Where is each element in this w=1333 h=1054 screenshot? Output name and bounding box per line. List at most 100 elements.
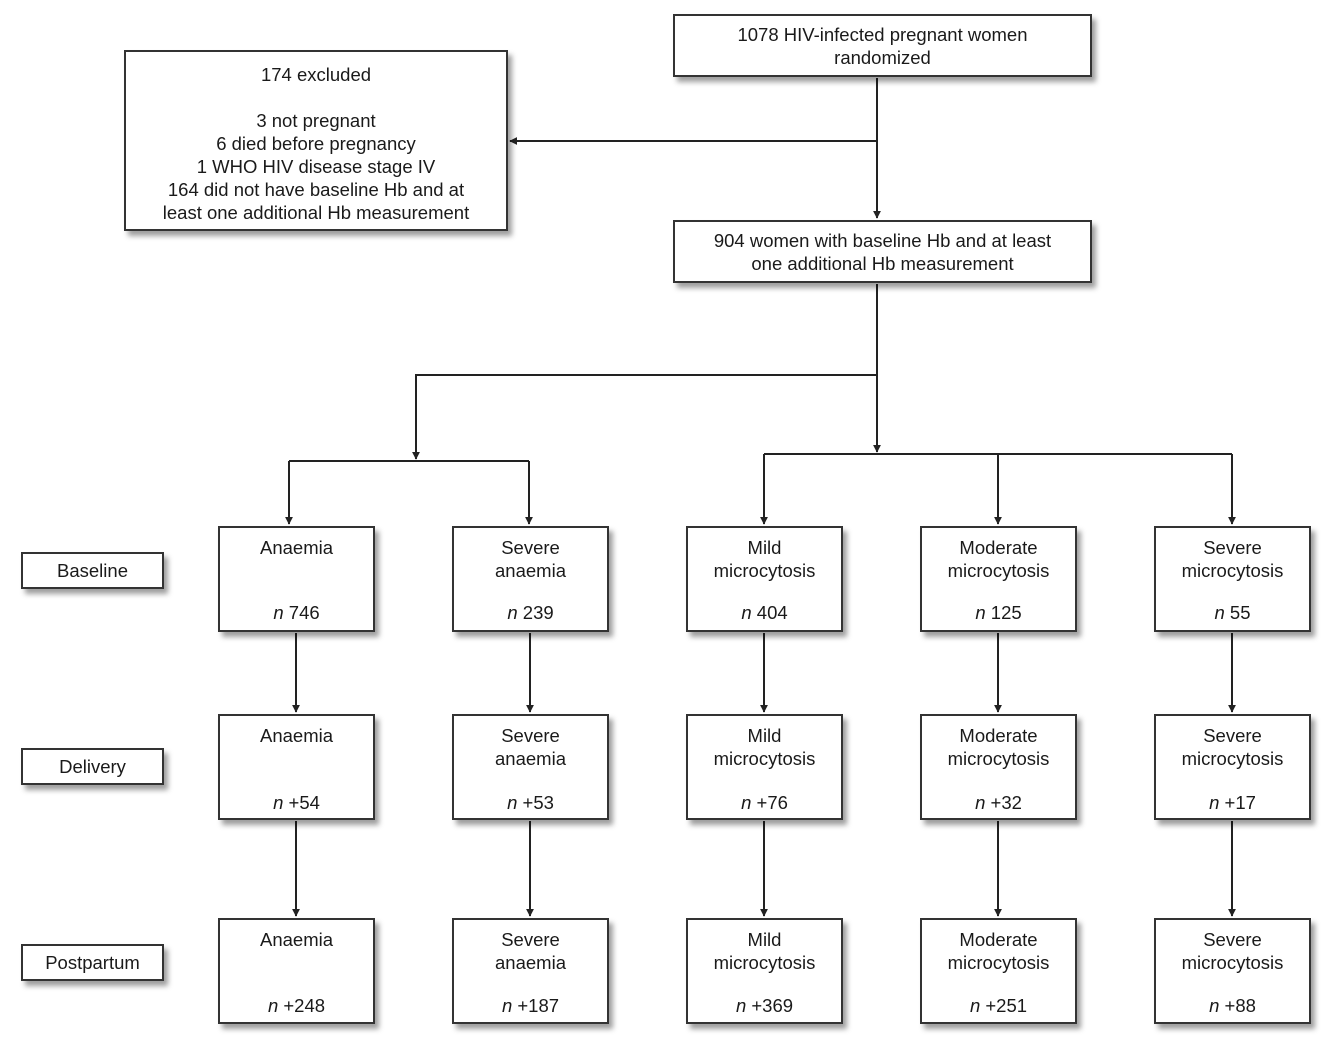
group-label: microcytosis [713, 560, 816, 581]
group-box-mild-microcytosis-delivery: Mild microcytosis n +76 [686, 714, 843, 820]
group-box-anaemia-baseline: Anaemia n 746 [218, 526, 375, 632]
group-box-severe-anaemia-postpartum: Severe anaemia n +187 [452, 918, 609, 1024]
group-box-severe-microcytosis-postpartum: Severe microcytosis n +88 [1154, 918, 1311, 1024]
group-box-mild-microcytosis-postpartum: Mild microcytosis n +369 [686, 918, 843, 1024]
group-label: microcytosis [713, 952, 816, 973]
n-symbol: n [273, 792, 284, 813]
count-value: 404 [756, 602, 788, 623]
group-count: n +88 [1156, 994, 1309, 1017]
group-count: n +32 [922, 791, 1075, 814]
group-box-severe-microcytosis-delivery: Severe microcytosis n +17 [1154, 714, 1311, 820]
group-label: Severe [1203, 537, 1262, 558]
n-symbol: n [741, 792, 752, 813]
group-label: Severe [501, 725, 560, 746]
group-label: microcytosis [1181, 560, 1284, 581]
group-label: Severe [1203, 725, 1262, 746]
count-value: +54 [288, 792, 320, 813]
group-box-severe-microcytosis-baseline: Severe microcytosis n 55 [1154, 526, 1311, 632]
group-label: Severe [501, 537, 560, 558]
n-symbol: n [741, 602, 752, 623]
group-box-anaemia-delivery: Anaemia n +54 [218, 714, 375, 820]
group-label: Moderate [959, 929, 1038, 950]
group-count: n +248 [220, 994, 373, 1017]
n-symbol: n [1209, 995, 1220, 1016]
group-box-severe-anaemia-delivery: Severe anaemia n +53 [452, 714, 609, 820]
randomized-line-1: 1078 HIV-infected pregnant women [737, 23, 1028, 45]
count-value: +88 [1224, 995, 1256, 1016]
group-count: n +17 [1156, 791, 1309, 814]
group-label: microcytosis [947, 748, 1050, 769]
count-value: +251 [985, 995, 1028, 1016]
included-line-1: 904 women with baseline Hb and at least [713, 229, 1052, 251]
group-box-severe-anaemia-baseline: Severe anaemia n 239 [452, 526, 609, 632]
group-label: anaemia [495, 560, 566, 581]
group-count: n +76 [688, 791, 841, 814]
excluded-reason: 164 did not have baseline Hb and at [167, 179, 465, 200]
count-value: +32 [990, 792, 1022, 813]
n-symbol: n [501, 995, 513, 1016]
count-value: +248 [283, 995, 326, 1016]
group-label: microcytosis [713, 748, 816, 769]
group-label: Mild [747, 929, 782, 950]
group-label: Mild [747, 725, 782, 746]
n-symbol: n [507, 602, 518, 623]
n-symbol: n [507, 792, 518, 813]
randomized-box: 1078 HIV-infected pregnant women randomi… [673, 14, 1092, 77]
n-symbol: n [1209, 792, 1220, 813]
excluded-reason: 6 died before pregnancy [216, 133, 416, 154]
count-value: 55 [1229, 602, 1251, 623]
included-box: 904 women with baseline Hb and at least … [673, 220, 1092, 283]
group-label: Anaemia [259, 537, 333, 558]
n-symbol: n [273, 602, 284, 623]
n-symbol: n [975, 602, 986, 623]
count-value: 239 [522, 602, 554, 623]
group-count: n +369 [688, 994, 841, 1017]
stage-label-text: Delivery [59, 756, 126, 777]
stage-label-text: Postpartum [45, 952, 140, 973]
n-symbol: n [735, 995, 747, 1016]
excluded-reason: least one additional Hb measurement [162, 202, 470, 223]
group-count: n 239 [454, 601, 607, 624]
excluded-reason: 1 WHO HIV disease stage IV [196, 156, 436, 177]
group-count: n +54 [220, 791, 373, 814]
stage-label-delivery: Delivery [21, 748, 164, 785]
group-label: microcytosis [1181, 748, 1284, 769]
group-box-mild-microcytosis-baseline: Mild microcytosis n 404 [686, 526, 843, 632]
count-value: +53 [522, 792, 554, 813]
group-count: n 125 [922, 601, 1075, 624]
group-count: n 746 [220, 601, 373, 624]
n-symbol: n [1214, 602, 1225, 623]
group-box-moderate-microcytosis-delivery: Moderate microcytosis n +32 [920, 714, 1077, 820]
n-symbol: n [267, 995, 279, 1016]
group-label: anaemia [495, 952, 566, 973]
count-value: +187 [517, 995, 560, 1016]
randomized-line-2: randomized [834, 46, 931, 68]
count-value: +76 [756, 792, 788, 813]
stage-label-baseline: Baseline [21, 552, 164, 589]
stage-label-postpartum: Postpartum [21, 944, 164, 981]
group-box-anaemia-postpartum: Anaemia n +248 [218, 918, 375, 1024]
group-count: n +187 [454, 994, 607, 1017]
group-label: microcytosis [1181, 952, 1284, 973]
group-box-moderate-microcytosis-baseline: Moderate microcytosis n 125 [920, 526, 1077, 632]
group-count: n 55 [1156, 601, 1309, 624]
count-value: 746 [288, 602, 320, 623]
group-count: n 404 [688, 601, 841, 624]
group-count: n +251 [922, 994, 1075, 1017]
arrow-to-anaemia-branch [412, 374, 877, 460]
group-box-moderate-microcytosis-postpartum: Moderate microcytosis n +251 [920, 918, 1077, 1024]
group-label: Severe [501, 929, 560, 950]
count-value: 125 [990, 602, 1022, 623]
count-value: +17 [1224, 792, 1256, 813]
group-label: Moderate [959, 537, 1038, 558]
stage-label-text: Baseline [57, 560, 128, 581]
group-label: anaemia [495, 748, 566, 769]
group-label: microcytosis [947, 952, 1050, 973]
excluded-box: 174 excluded 3 not pregnant 6 died befor… [124, 50, 508, 231]
group-label: Severe [1203, 929, 1262, 950]
group-label: Mild [747, 537, 782, 558]
included-line-2: one additional Hb measurement [751, 252, 1014, 274]
group-count: n +53 [454, 791, 607, 814]
